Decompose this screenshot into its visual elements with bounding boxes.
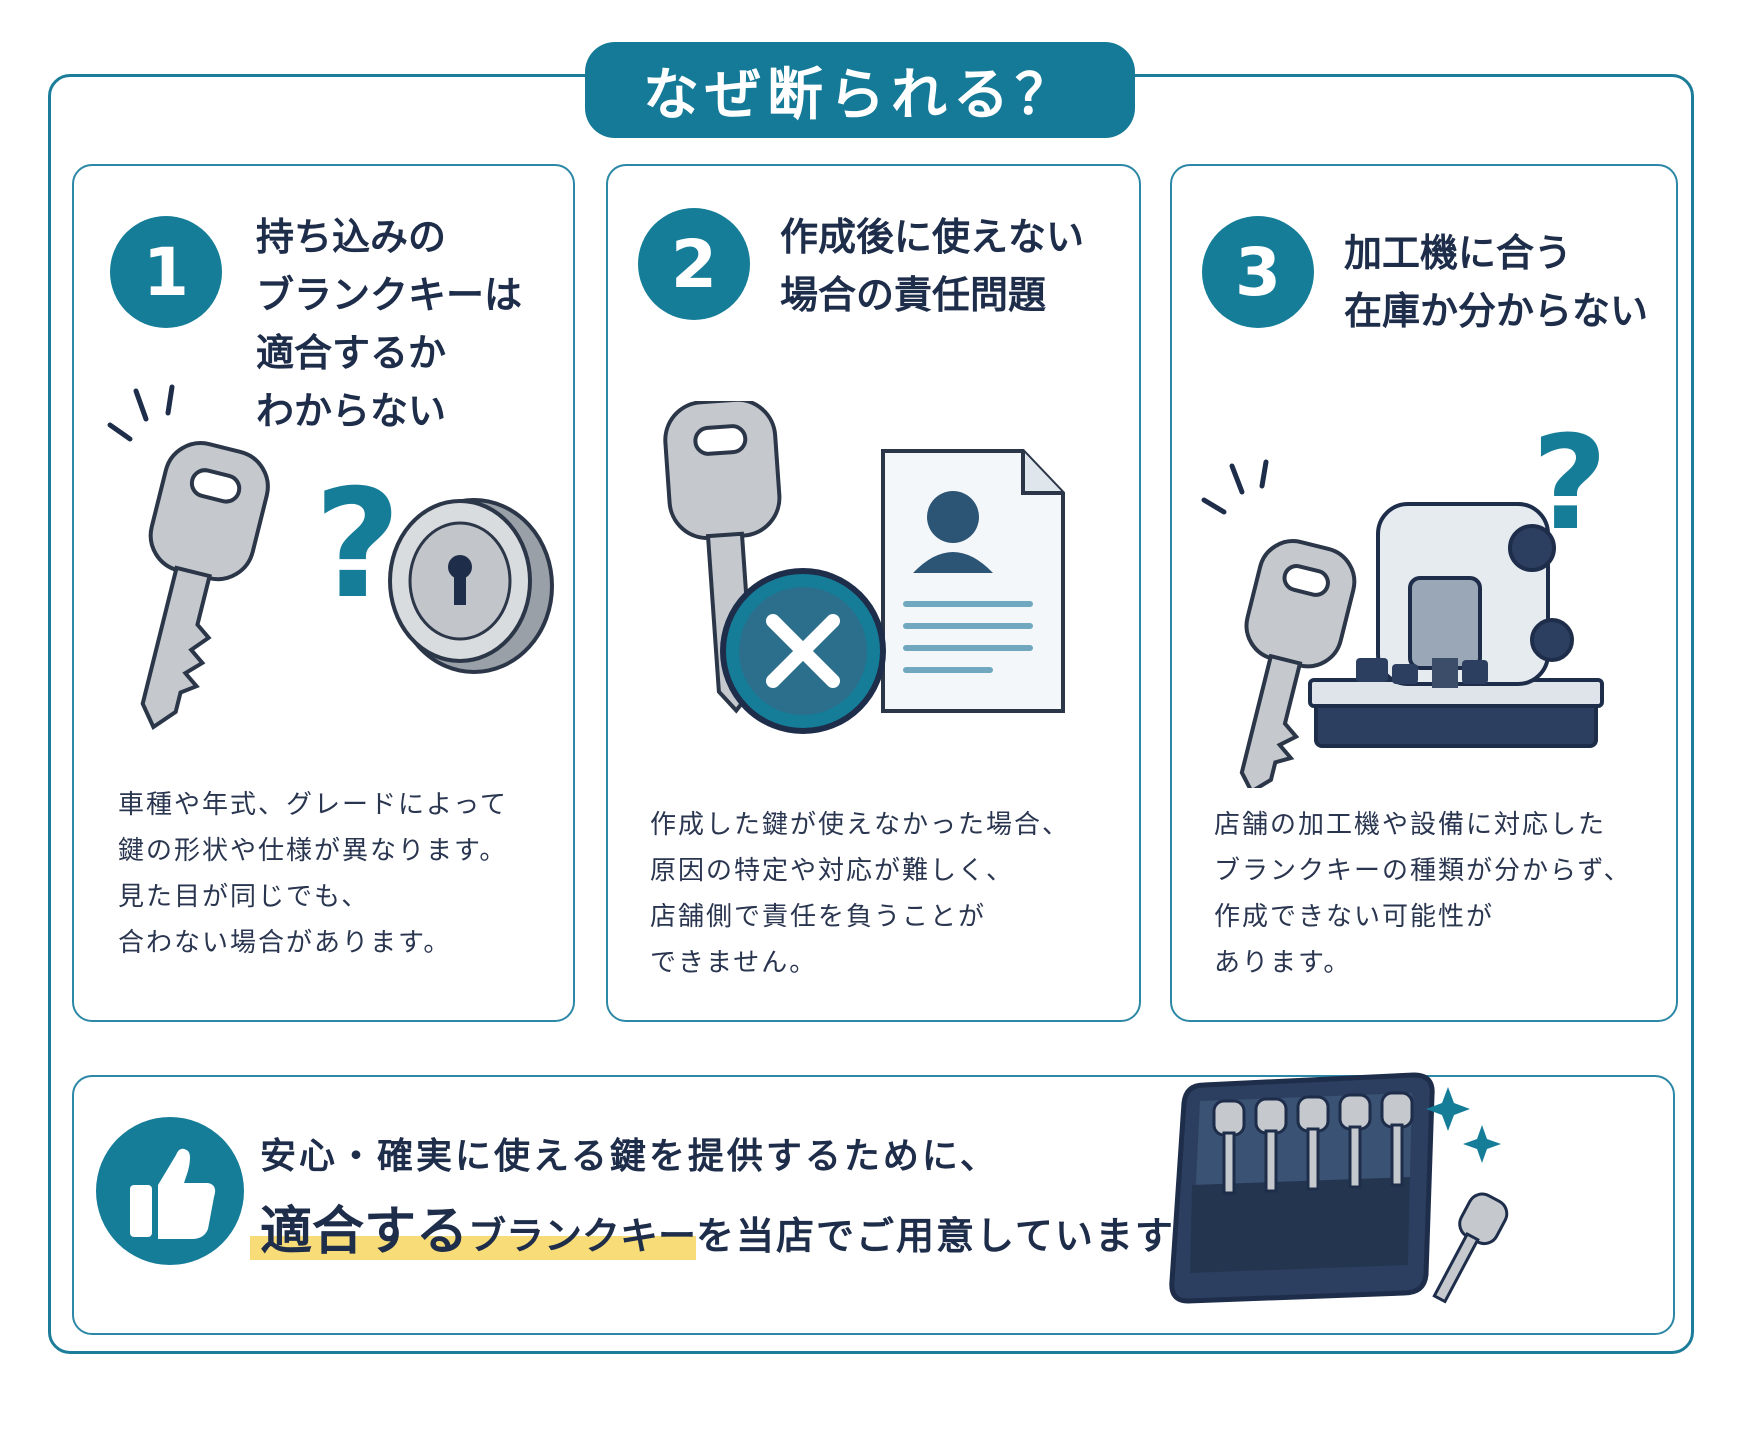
card-illustration-2 bbox=[663, 401, 1065, 734]
page-title: なぜ断られる？ bbox=[585, 42, 1135, 138]
number-badge-3: 3 bbox=[1202, 216, 1314, 328]
lock-cylinder-icon bbox=[388, 498, 554, 674]
svg-text:?: ? bbox=[314, 458, 401, 632]
highlight-marker: 適合するブランクキー bbox=[249, 1189, 697, 1264]
svg-text:?: ? bbox=[1532, 428, 1607, 559]
card-heading-1: 持ち込みの ブランクキーは 適合するか わからない bbox=[256, 215, 523, 433]
profile-document-icon bbox=[881, 449, 1065, 713]
question-mark-icon: ? bbox=[1532, 428, 1607, 559]
card-illustration-1: ? bbox=[107, 384, 554, 730]
question-mark-icon: ? bbox=[314, 458, 401, 632]
reason-card-3: 3 加工機に合う 在庫か分からない ? 店舗の加工機や設備に bbox=[1170, 164, 1678, 1022]
key-icon bbox=[1239, 539, 1357, 788]
number-badge-2: 2 bbox=[638, 208, 750, 320]
solution-banner: 安心・確実に使える鍵を提供するために、 適合するブランクキーを当店でご用意してい… bbox=[72, 1072, 1675, 1335]
reason-card-2: 2 作成後に使えない 場合の責任問題 作成した鍵が使えなかった場合、 原因の特定… bbox=[606, 164, 1141, 1022]
card-description-1: 車種や年式、グレードによって 鍵の形状や仕様が異なります。 見た目が同じでも、 … bbox=[118, 790, 508, 958]
key-icon bbox=[1432, 1192, 1509, 1304]
cross-circle-icon bbox=[720, 568, 886, 734]
reason-card-1: 1 持ち込みの ブランクキーは 適合するか わからない ? 車種や年式、グレード… bbox=[72, 164, 575, 1022]
key-case-illustration bbox=[1169, 1072, 1509, 1304]
key-cutting-machine-icon bbox=[1308, 502, 1604, 748]
banner-line-2-rest: を当店でご用意しています。 bbox=[696, 1214, 1212, 1258]
card-description-2: 作成した鍵が使えなかった場合、 原因の特定や対応が難しく、 店舗側で責任を負うこ… bbox=[650, 810, 1071, 978]
thumbs-up-badge bbox=[96, 1117, 244, 1265]
sparkle-icon bbox=[1426, 1087, 1501, 1163]
thumbs-up-icon bbox=[130, 1148, 216, 1239]
card-illustration-3: ? bbox=[1201, 428, 1607, 788]
card-heading-3: 加工機に合う 在庫か分からない bbox=[1344, 231, 1649, 333]
banner-line-1: 安心・確実に使える鍵を提供するために、 bbox=[260, 1136, 999, 1177]
banner-line-2: 適合するブランクキーを当店でご用意しています。 bbox=[249, 1189, 1212, 1264]
card-description-3: 店舗の加工機や設備に対応した ブランクキーの種類が分からず、 作成できない可能性… bbox=[1214, 810, 1632, 978]
key-icon bbox=[140, 441, 270, 730]
sparkle-lines-icon bbox=[107, 384, 175, 442]
highlight-mid-text: ブランクキー bbox=[468, 1214, 697, 1258]
card-heading-2: 作成後に使えない 場合の責任問題 bbox=[780, 215, 1085, 317]
number-badge-1: 1 bbox=[110, 216, 222, 328]
highlight-big-text: 適合する bbox=[260, 1202, 469, 1262]
sparkle-lines-icon bbox=[1201, 459, 1269, 515]
key-case-icon bbox=[1169, 1072, 1435, 1304]
